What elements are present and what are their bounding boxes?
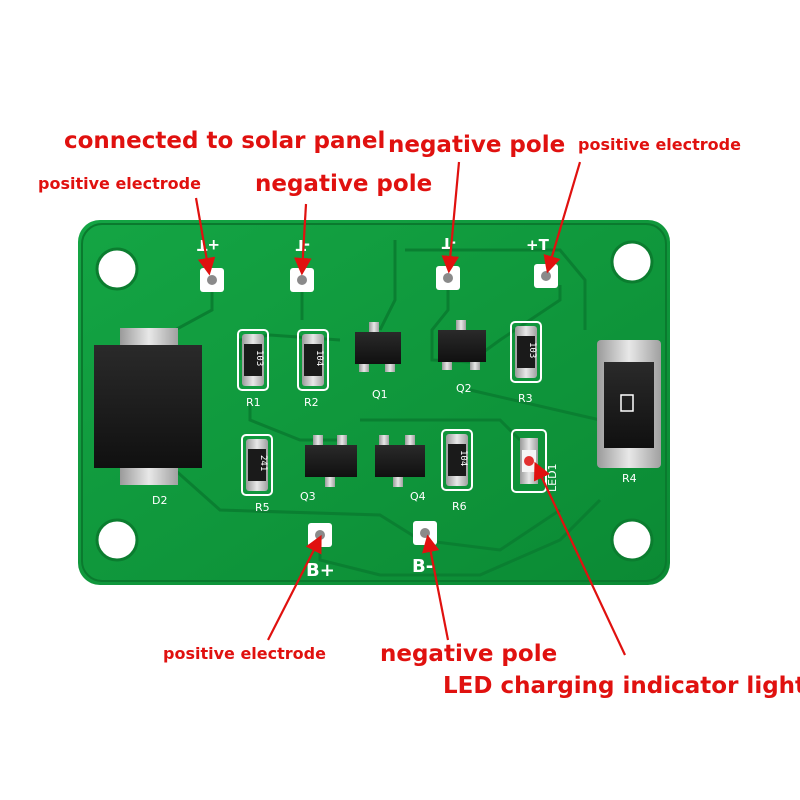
led1 [511,429,547,493]
silk-t-plus-right: +T [526,236,550,254]
label-negative-pole-top-center: negative pole [388,132,566,158]
label-connected-to-solar-panel: connected to solar panel [64,128,386,154]
r3-code: 103 [527,342,537,358]
resistor-r4 [597,340,661,468]
annotation-arrows [194,161,626,656]
silk-b-minus: B- [412,556,433,577]
pcb-board [78,220,670,585]
silk-led1: LED1 [546,463,559,492]
silk-t-minus-right: -T [441,234,456,252]
smd-resistors [237,321,542,496]
silk-r2: R2 [304,396,319,409]
silk-r6: R6 [452,500,467,513]
label-positive-electrode-top-right: positive electrode [578,135,741,154]
label-negative-pole-top-left: negative pole [255,171,433,197]
diode-d2 [94,328,202,485]
silk-q4: Q4 [410,490,426,503]
r5-code: 241 [258,455,268,471]
label-positive-electrode-left: positive electrode [38,174,201,193]
solder-pads [200,264,558,547]
silk-d2: D2 [152,494,167,507]
r6-code: 104 [458,450,468,466]
r1-code: 103 [254,350,264,366]
silk-r4: R4 [622,472,637,485]
silk-b-plus: B+ [306,560,335,581]
silk-r1: R1 [246,396,261,409]
silk-r5: R5 [255,501,270,514]
label-negative-pole-bottom: negative pole [380,641,558,667]
transistors [305,320,486,487]
silk-r3: R3 [518,392,533,405]
silk-q2: Q2 [456,382,472,395]
silk-q3: Q3 [300,490,316,503]
mounting-holes [95,240,654,562]
silk-t-plus-left: +T [196,236,220,254]
label-led-charging-indicator: LED charging indicator light [443,673,800,699]
silk-q1: Q1 [372,388,388,401]
r2-code: 104 [314,350,324,366]
label-positive-electrode-bottom: positive electrode [163,644,326,663]
